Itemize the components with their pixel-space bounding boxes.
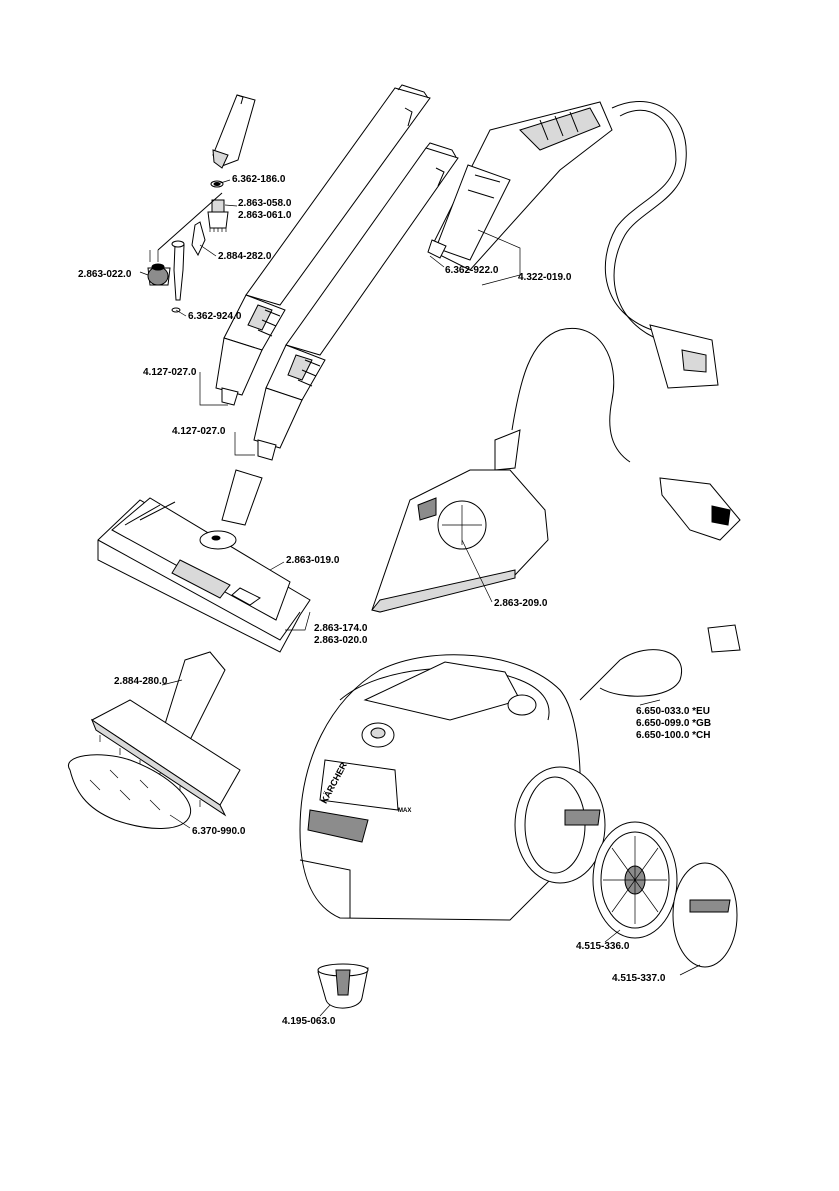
part-label-6650099: 6.650-099.0 *GB (636, 718, 711, 730)
part-label-6370990: 6.370-990.0 (192, 826, 245, 838)
part-label-2863020: 2.863-020.0 (314, 635, 367, 647)
detail-round-brushes (148, 193, 228, 312)
part-label-4515337: 4.515-337.0 (612, 973, 665, 985)
part-label-2863209: 2.863-209.0 (494, 598, 547, 610)
part-label-4127027-b: 4.127-027.0 (172, 426, 225, 438)
part-label-2863061: 2.863-061.0 (238, 210, 291, 222)
part-label-6362186: 6.362-186.0 (232, 174, 285, 186)
part-label-2884280: 2.884-280.0 (114, 676, 167, 688)
part-label-2863022: 2.863-022.0 (78, 269, 131, 281)
part-label-2863019: 2.863-019.0 (286, 555, 339, 567)
detail-steam-gun (428, 101, 718, 388)
max-mark: MAX (398, 805, 411, 817)
part-label-4515336: 4.515-336.0 (576, 941, 629, 953)
part-label-6362922: 6.362-922.0 (445, 265, 498, 277)
part-label-4322019: 4.322-019.0 (518, 272, 571, 284)
part-label-6650033: 6.650-033.0 *EU (636, 706, 710, 718)
detail-floor-nozzle (98, 470, 310, 652)
part-label-2863058: 2.863-058.0 (238, 198, 291, 210)
detail-extension-tube-left (216, 85, 430, 405)
detail-small-part (318, 964, 368, 1008)
part-label-2863174: 2.863-174.0 (314, 623, 367, 635)
part-label-6650100: 6.650-100.0 *CH (636, 730, 711, 742)
detail-wheel (593, 822, 677, 938)
part-label-6362924: 6.362-924.0 (188, 311, 241, 323)
part-label-4127027-a: 4.127-027.0 (143, 367, 196, 379)
detail-wheel-cap (673, 863, 737, 967)
part-label-2884282: 2.884-282.0 (218, 251, 271, 263)
part-label-4195063: 4.195-063.0 (282, 1016, 335, 1028)
